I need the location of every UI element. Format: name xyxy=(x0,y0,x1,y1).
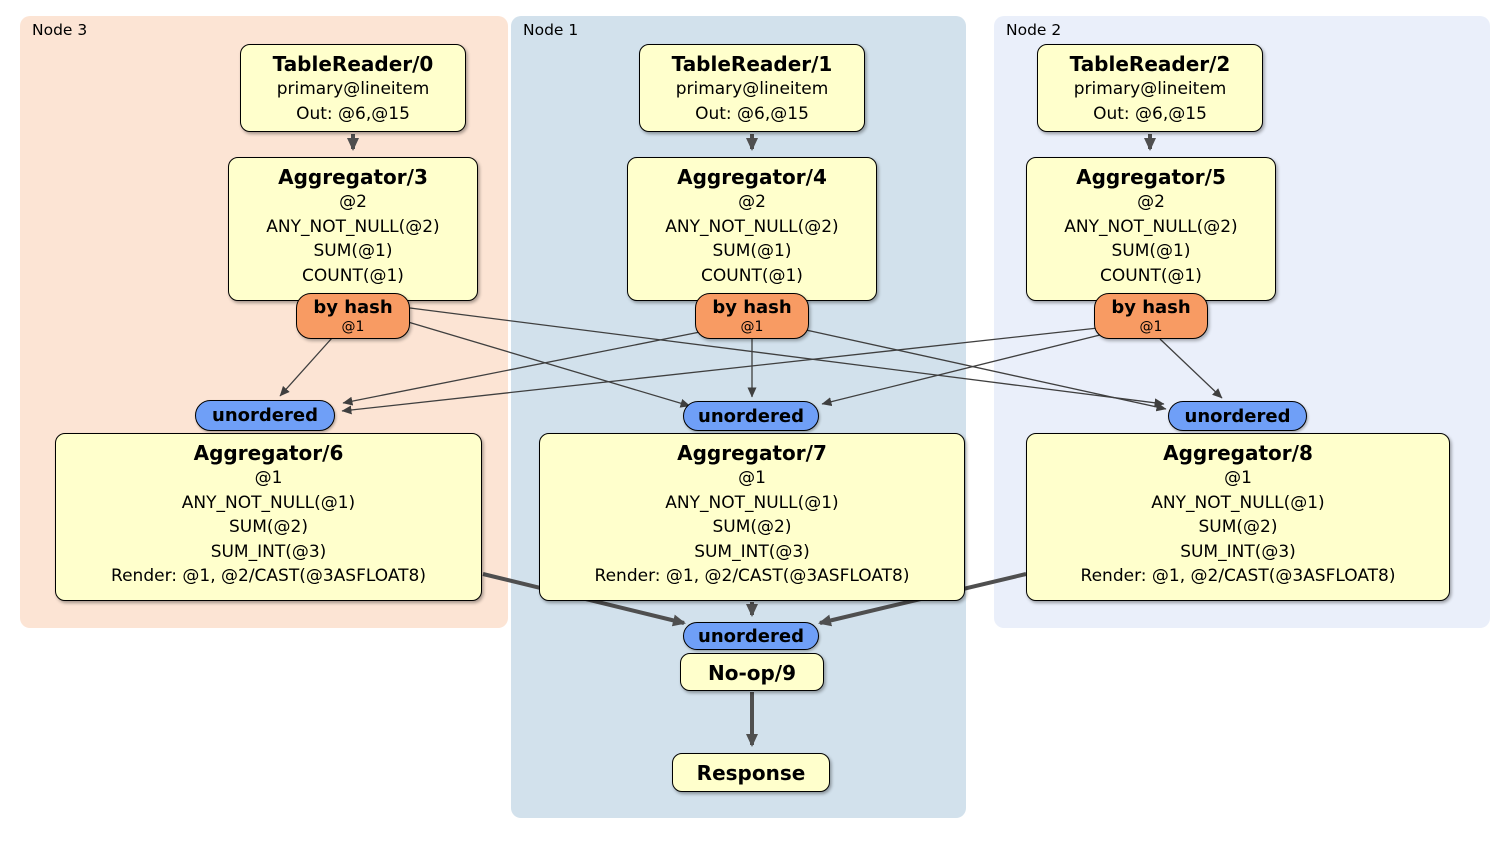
processor-detail-line: primary@lineitem xyxy=(276,79,430,99)
processor-detail-line: ANY_NOT_NULL(@1) xyxy=(1151,492,1325,513)
hash-to-unordered-edge xyxy=(805,329,1167,412)
processor-detail-line: ANY_NOT_NULL(@1) xyxy=(665,492,839,513)
processor-detail-line: @1 xyxy=(738,468,766,488)
router-label: by hash xyxy=(313,297,393,318)
processor-title: TableReader/2 xyxy=(1069,52,1231,76)
processor-title: Response xyxy=(696,761,806,785)
stream-unordered: unordered xyxy=(1168,401,1307,431)
processor-detail-line: Render: @1, @2/CAST(@3ASFLOAT8) xyxy=(111,566,426,586)
stream-label: unordered xyxy=(1184,405,1291,427)
router-key: @1 xyxy=(1139,319,1163,335)
processor-detail-line: Render: @1, @2/CAST(@3ASFLOAT8) xyxy=(1080,566,1396,586)
processor-box-response: Response xyxy=(672,753,830,792)
processor-detail-line: SUM(@1) xyxy=(712,241,792,261)
processor-detail-line: @1 xyxy=(1224,468,1252,488)
hash-to-unordered-edge xyxy=(821,333,1105,407)
router-by-hash: by hash@1 xyxy=(296,293,410,339)
processor-detail-line: COUNT(@1) xyxy=(1100,265,1202,286)
processor-detail-line: SUM(@1) xyxy=(313,241,393,261)
processor-detail-line: ANY_NOT_NULL(@2) xyxy=(1064,216,1238,237)
router-key: @1 xyxy=(740,319,764,335)
processor-detail-line: primary@lineitem xyxy=(1073,79,1227,99)
node-region-label: Node 2 xyxy=(1006,21,1062,39)
hash-to-unordered-edge xyxy=(279,337,333,397)
router-by-hash: by hash@1 xyxy=(1094,293,1208,339)
processor-detail-line: Out: @6,@15 xyxy=(695,103,809,124)
processor-detail-line: @2 xyxy=(1137,192,1165,212)
stream-unordered: unordered xyxy=(683,622,819,650)
processor-detail-line: SUM_INT(@3) xyxy=(210,541,327,562)
processor-detail-line: Out: @6,@15 xyxy=(1093,103,1207,124)
hash-to-unordered-edge xyxy=(407,321,691,408)
processor-detail-line: COUNT(@1) xyxy=(302,265,404,286)
processor-title: Aggregator/5 xyxy=(1076,165,1226,189)
node-region-label: Node 3 xyxy=(32,21,88,39)
processor-detail-line: SUM(@2) xyxy=(712,517,792,537)
processor-detail-line: Render: @1, @2/CAST(@3ASFLOAT8) xyxy=(594,566,910,586)
processor-title: Aggregator/3 xyxy=(278,165,428,189)
hash-to-unordered-edge xyxy=(409,307,1165,408)
router-by-hash: by hash@1 xyxy=(695,293,809,339)
node-region-label: Node 1 xyxy=(523,21,579,39)
processor-detail-line: @1 xyxy=(254,468,283,488)
processor-detail-line: ANY_NOT_NULL(@2) xyxy=(665,216,839,237)
processor-detail-line: SUM_INT(@3) xyxy=(1180,541,1296,562)
processor-detail-line: Out: @6,@15 xyxy=(296,103,410,124)
processor-detail-line: primary@lineitem xyxy=(675,79,829,99)
stream-label: unordered xyxy=(212,405,318,426)
stream-label: unordered xyxy=(698,625,804,647)
processor-detail-line: SUM_INT(@3) xyxy=(694,541,810,562)
processor-detail-line: @2 xyxy=(339,192,367,212)
processor-detail-line: SUM(@2) xyxy=(229,517,308,537)
router-key: @1 xyxy=(341,319,365,335)
processor-title: Aggregator/8 xyxy=(1163,441,1313,465)
processor-title: TableReader/1 xyxy=(671,52,833,76)
stream-label: unordered xyxy=(698,405,804,427)
router-label: by hash xyxy=(712,297,792,318)
processor-title: TableReader/0 xyxy=(272,52,434,76)
processor-title: No-op/9 xyxy=(707,661,797,685)
hash-to-unordered-edge xyxy=(342,331,701,406)
hash-to-unordered-edge xyxy=(1159,338,1223,399)
router-label: by hash xyxy=(1111,297,1191,318)
stream-unordered: unordered xyxy=(195,400,335,431)
processor-box-no-op-9: No-op/9 xyxy=(680,653,824,691)
processor-detail-line: SUM(@2) xyxy=(1198,517,1278,537)
processor-title: Aggregator/6 xyxy=(193,441,344,465)
processor-detail-line: @2 xyxy=(738,192,766,212)
hash-to-unordered-edge xyxy=(341,327,1099,415)
processor-title: Aggregator/4 xyxy=(677,165,827,189)
processor-title: Aggregator/7 xyxy=(677,441,827,465)
processor-detail-line: COUNT(@1) xyxy=(701,265,803,286)
processor-detail-line: SUM(@1) xyxy=(1111,241,1191,261)
processor-detail-line: ANY_NOT_NULL(@2) xyxy=(266,216,440,237)
processor-detail-line: ANY_NOT_NULL(@1) xyxy=(181,492,356,513)
stream-unordered: unordered xyxy=(683,401,819,431)
